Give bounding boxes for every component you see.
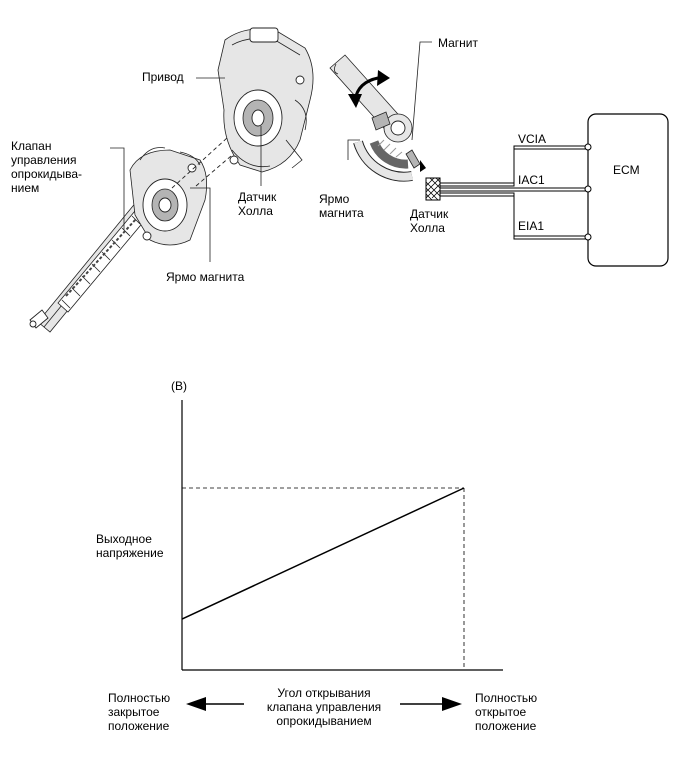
- label-magnet-yoke-right: Ярмо магнита: [319, 192, 364, 220]
- sensor-schematic: [329, 41, 669, 267]
- ecm-box: [587, 113, 669, 267]
- graph-left-end: Полностью закрытое положение: [108, 691, 171, 733]
- label-hall-sensor-left: Датчик Холла: [238, 190, 277, 218]
- sensor-wires: [440, 145, 588, 240]
- ecm-pin-eia1: [584, 233, 592, 241]
- valve-assembly-illustration: [29, 27, 314, 333]
- voltage-line: [181, 487, 465, 620]
- ecm-pin-vcia: [584, 143, 592, 151]
- label-vcia: VCIA: [518, 132, 547, 146]
- leader-tumble-valve: [110, 147, 125, 230]
- label-magnet: Магнит: [438, 36, 479, 50]
- leader-yoke-right: [347, 139, 360, 160]
- label-magnet-yoke-left: Ярмо магнита: [166, 270, 245, 284]
- actuator-body: [217, 27, 314, 173]
- ecm-pin-iac1: [584, 185, 592, 193]
- leader-magnet: [411, 41, 432, 141]
- label-eia1: EIA1: [518, 219, 545, 233]
- label-iac1: IAC1: [518, 173, 545, 187]
- label-ecm: ECM: [613, 163, 640, 177]
- tumble-valve-body: [129, 147, 208, 246]
- magnet-segment: [369, 140, 409, 169]
- graph-right-end: Полностью открытое положение: [475, 691, 538, 733]
- output-graph: [181, 400, 503, 711]
- graph-xlabel: Угол открывания клапана управления опрок…: [266, 686, 382, 728]
- alignment-dashes: [171, 127, 253, 189]
- label-hall-sensor-right: Датчик Холла: [410, 207, 449, 235]
- angle-arrow: [186, 697, 462, 711]
- leader-yoke-left: [190, 187, 211, 262]
- graph-ylabel: Выходное напряжение: [96, 532, 164, 560]
- label-actuator: Привод: [142, 70, 184, 84]
- graph-tag: (B): [171, 379, 187, 393]
- label-tumble-valve: Клапан управления опрокидыва- нием: [11, 139, 83, 195]
